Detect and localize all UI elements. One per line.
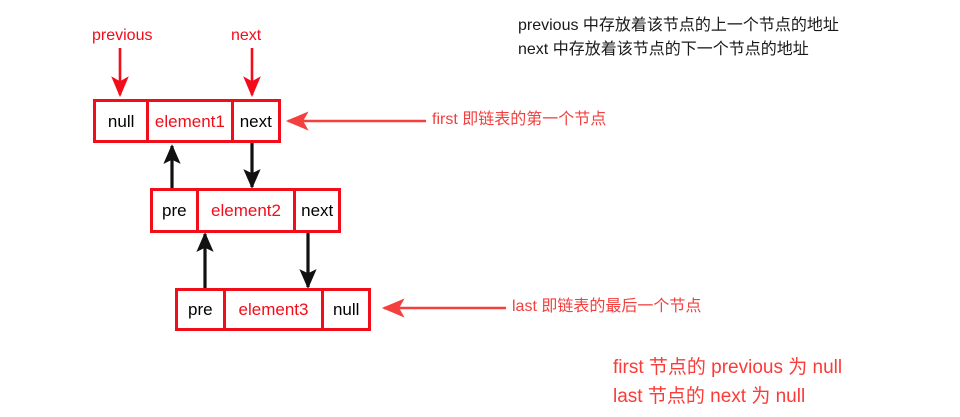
previous-pointer-label: previous: [92, 27, 153, 44]
first-node-callout: first 即链表的第一个节点: [432, 111, 607, 128]
node3-next-field: null: [321, 291, 368, 328]
node2-next-field: next: [293, 191, 338, 230]
linked-list-node-first[interactable]: null element1 next: [93, 99, 281, 143]
node1-next-field: next: [230, 102, 278, 140]
linked-list-node-last[interactable]: pre element3 null: [175, 288, 371, 331]
note-last-next-null: last 节点的 next 为 null: [613, 386, 806, 408]
node1-element-field: element1: [146, 102, 230, 140]
note-previous-description: previous 中存放着该节点的上一个节点的地址 next 中存放着该节点的下…: [518, 14, 839, 62]
node2-element-field: element2: [195, 191, 294, 230]
note-first-previous-null: first 节点的 previous 为 null: [613, 357, 843, 378]
note-null-rules: first 节点的 previous 为 null last 节点的 next …: [613, 353, 842, 412]
node1-prev-field: null: [107, 111, 135, 131]
linked-list-node-middle[interactable]: pre element2 next: [150, 188, 341, 233]
note-previous-line: previous 中存放着该节点的上一个节点的地址: [518, 17, 839, 34]
last-node-callout: last 即链表的最后一个节点: [512, 298, 702, 315]
note-next-line: next 中存放着该节点的下一个节点的地址: [518, 41, 809, 58]
node3-prev-field: pre: [187, 300, 213, 319]
node3-element-field: element3: [222, 291, 322, 328]
node2-prev-field: pre: [162, 201, 187, 220]
next-pointer-label: next: [231, 27, 262, 44]
